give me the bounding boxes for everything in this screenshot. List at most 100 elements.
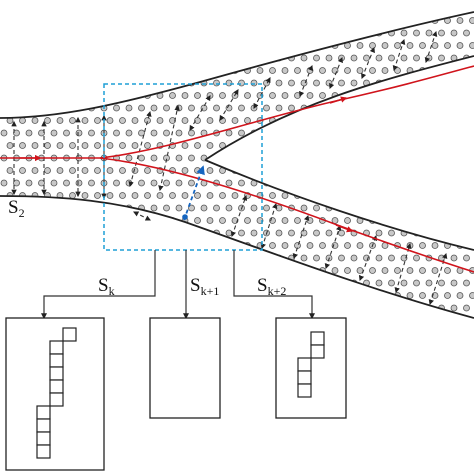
particle bbox=[181, 142, 189, 149]
particle bbox=[250, 79, 258, 87]
particle bbox=[188, 254, 195, 262]
particle bbox=[450, 104, 458, 112]
particle bbox=[13, 304, 20, 312]
particle bbox=[406, 192, 414, 199]
lower-branch-inner-wall bbox=[204, 159, 474, 251]
particle bbox=[13, 54, 20, 62]
particle bbox=[206, 192, 214, 199]
particle bbox=[244, 267, 251, 274]
particle bbox=[394, 192, 401, 199]
particle bbox=[94, 192, 101, 199]
particle bbox=[388, 279, 395, 287]
particle bbox=[463, 29, 470, 37]
particle bbox=[456, 42, 464, 49]
particle bbox=[31, 292, 39, 299]
particle bbox=[319, 292, 326, 299]
particle bbox=[364, 5, 370, 11]
particle bbox=[151, 5, 157, 11]
particle bbox=[119, 42, 126, 49]
particle bbox=[238, 279, 245, 287]
particle bbox=[469, 92, 474, 99]
particle bbox=[325, 304, 333, 312]
particle bbox=[6, 217, 14, 224]
particle bbox=[69, 167, 76, 174]
particle bbox=[394, 67, 401, 74]
particle bbox=[256, 42, 264, 49]
particle bbox=[338, 154, 345, 162]
particle bbox=[388, 54, 395, 62]
particle bbox=[113, 304, 120, 312]
particle bbox=[125, 229, 133, 237]
particle bbox=[406, 142, 414, 149]
particle bbox=[294, 167, 301, 174]
particle bbox=[381, 217, 389, 224]
particle bbox=[50, 79, 58, 87]
particle bbox=[250, 154, 258, 162]
particle bbox=[375, 179, 383, 187]
particle bbox=[88, 129, 95, 137]
particle bbox=[250, 29, 258, 37]
particle bbox=[294, 17, 301, 24]
particle bbox=[306, 92, 314, 99]
particle bbox=[194, 67, 201, 74]
particle bbox=[400, 129, 408, 137]
particle bbox=[38, 104, 45, 112]
particle bbox=[431, 242, 439, 249]
particle bbox=[31, 267, 39, 274]
particle bbox=[425, 79, 433, 87]
particle bbox=[406, 292, 414, 299]
particle bbox=[0, 204, 8, 212]
particle bbox=[144, 67, 151, 74]
particle bbox=[189, 5, 195, 11]
particle bbox=[439, 5, 445, 11]
particle bbox=[26, 5, 32, 11]
particle bbox=[325, 129, 333, 137]
particle bbox=[238, 254, 245, 262]
particle bbox=[200, 204, 208, 212]
particle bbox=[138, 279, 145, 287]
particle bbox=[375, 154, 383, 162]
particle bbox=[450, 279, 458, 287]
particle bbox=[225, 279, 233, 287]
particle bbox=[319, 17, 326, 24]
particle bbox=[275, 129, 283, 137]
particle bbox=[75, 254, 83, 262]
particle bbox=[401, 5, 407, 11]
particle bbox=[156, 292, 164, 299]
particle bbox=[94, 242, 101, 249]
particle bbox=[294, 217, 301, 224]
particle bbox=[325, 229, 333, 237]
particle bbox=[425, 179, 433, 187]
particle bbox=[225, 129, 233, 137]
particle bbox=[150, 79, 158, 87]
particle bbox=[263, 129, 270, 137]
section-arrow bbox=[133, 211, 151, 221]
section-arrow bbox=[230, 194, 248, 238]
particle bbox=[125, 304, 133, 312]
particle bbox=[94, 267, 101, 274]
particle bbox=[450, 79, 458, 87]
particle bbox=[6, 167, 14, 174]
particle bbox=[181, 67, 189, 74]
particle bbox=[444, 117, 451, 124]
section-arrow bbox=[260, 202, 278, 250]
stair-sk-cell bbox=[36, 431, 51, 446]
particle bbox=[63, 279, 70, 287]
particle bbox=[400, 29, 408, 37]
particle bbox=[19, 42, 26, 49]
particle bbox=[256, 267, 264, 274]
particle bbox=[156, 67, 164, 74]
particle bbox=[406, 267, 414, 274]
particle bbox=[431, 117, 439, 124]
particle bbox=[19, 92, 26, 99]
particle bbox=[444, 292, 451, 299]
particle bbox=[306, 192, 314, 199]
particle bbox=[438, 79, 445, 87]
particle bbox=[175, 229, 183, 237]
particle bbox=[356, 167, 364, 174]
particle bbox=[0, 304, 8, 312]
particle bbox=[244, 92, 251, 99]
particle bbox=[25, 304, 33, 312]
particle bbox=[444, 142, 451, 149]
particle bbox=[438, 229, 445, 237]
